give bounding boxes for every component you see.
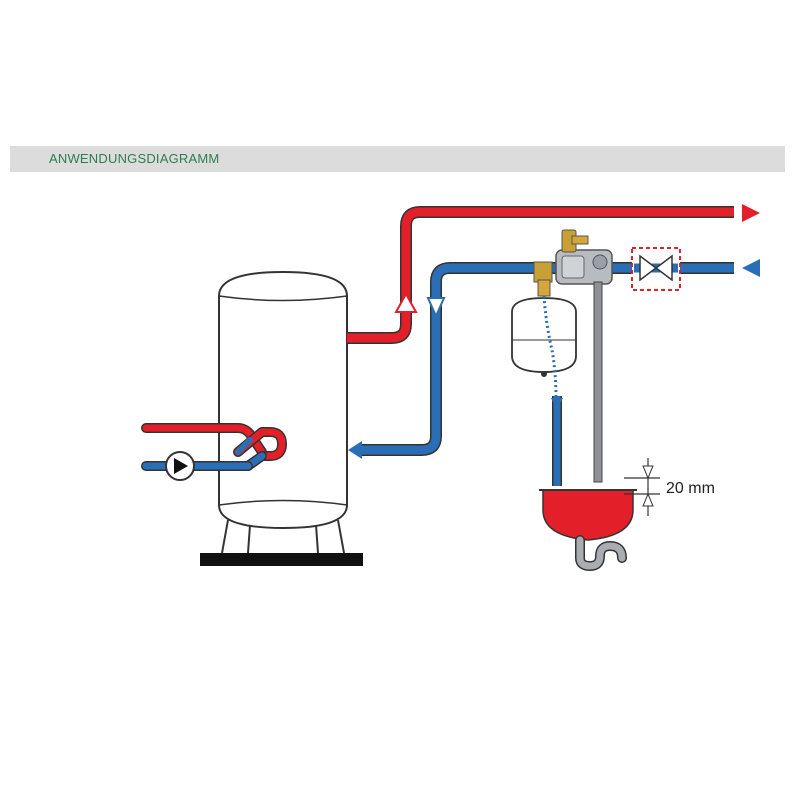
diagram-title: ANWENDUNGSDIAGRAMM	[49, 151, 220, 166]
shutoff-valve-icon	[631, 247, 681, 291]
hot-outlet-arrow-icon	[742, 204, 760, 222]
cold-inlet-pipe	[348, 259, 760, 459]
expansion-vessel	[511, 295, 577, 401]
tank-stand	[200, 519, 363, 566]
heat-exchanger-coil	[141, 423, 287, 471]
air-gap-dimension: 20 mm	[624, 458, 715, 516]
cold-inlet-arrow-icon	[742, 259, 760, 277]
dimension-label: 20 mm	[666, 480, 715, 497]
hot-supply-pipe	[347, 204, 760, 344]
discharge-pipe	[551, 396, 563, 486]
safety-valve-group	[533, 229, 613, 483]
circulation-pump-icon	[165, 451, 195, 481]
siphon-trap	[575, 535, 627, 572]
storage-tank	[218, 270, 348, 530]
header-bar: ANWENDUNGSDIAGRAMM	[10, 146, 785, 172]
drain-funnel	[539, 489, 637, 541]
